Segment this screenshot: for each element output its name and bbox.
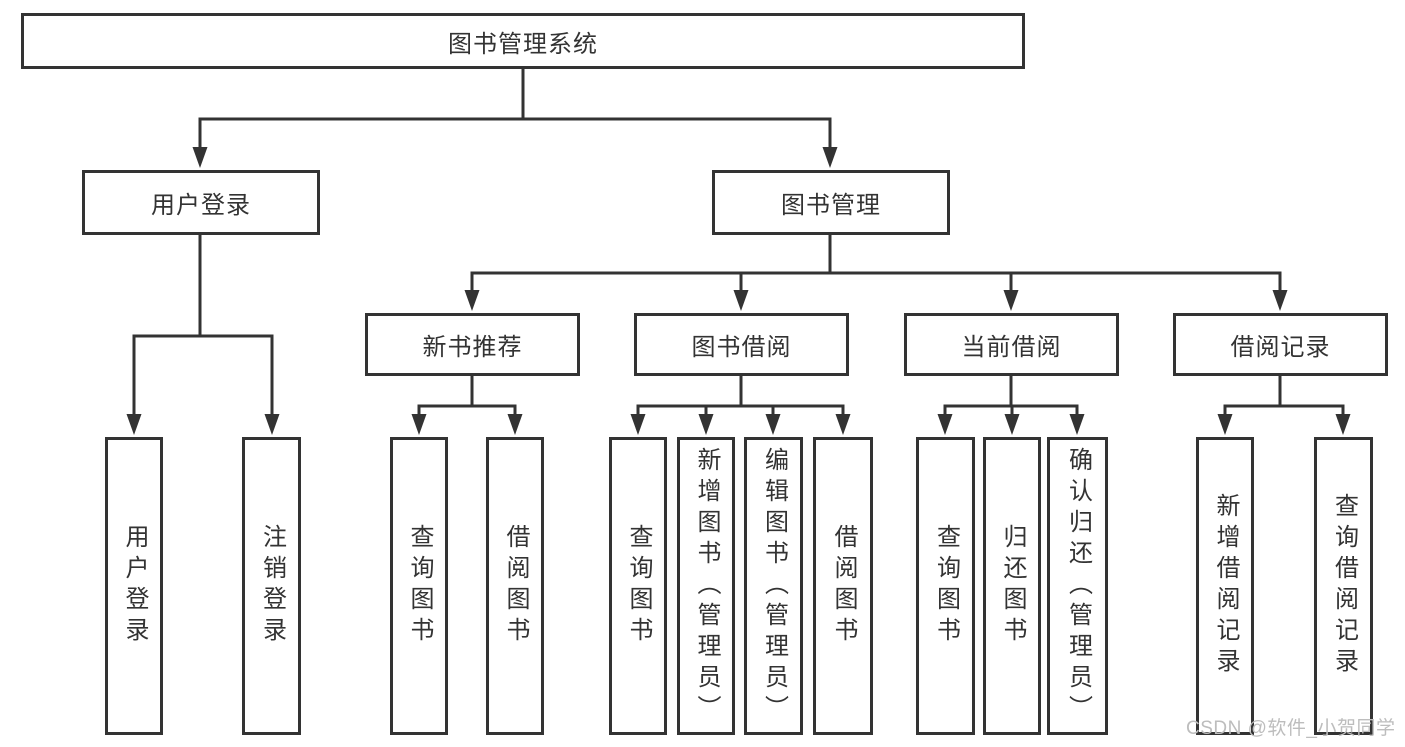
leaf-return-book: 归还图书 xyxy=(983,437,1041,735)
leaf-query-books-rec: 查询图书 xyxy=(390,437,448,735)
node-label: 编辑图书（管理员） xyxy=(760,446,788,726)
node-label: 图书管理 xyxy=(781,192,881,219)
node-book-borrow: 图书借阅 xyxy=(634,313,849,376)
node-label: 新书推荐 xyxy=(422,334,523,361)
node-label: 新增借阅记录 xyxy=(1212,493,1239,679)
node-label: 查询图书 xyxy=(932,524,960,648)
leaf-borrow-books-borrow: 借阅图书 xyxy=(813,437,873,735)
leaf-borrow-books-rec: 借阅图书 xyxy=(486,437,544,735)
node-label: 借阅图书 xyxy=(830,524,857,648)
leaf-add-borrow-record: 新增借阅记录 xyxy=(1196,437,1254,735)
node-label: 用户登录 xyxy=(151,192,251,219)
node-label: 归还图书 xyxy=(999,524,1026,648)
node-new-book-recommend: 新书推荐 xyxy=(365,313,580,376)
leaf-query-borrow-record: 查询借阅记录 xyxy=(1314,437,1373,735)
leaf-query-books-current: 查询图书 xyxy=(916,437,975,735)
node-label: 查询图书 xyxy=(406,524,433,648)
node-label: 借阅记录 xyxy=(1230,334,1331,361)
leaf-query-books-borrow: 查询图书 xyxy=(609,437,667,735)
leaf-add-book-admin: 新增图书（管理员） xyxy=(677,437,735,735)
leaf-user-login: 用户登录 xyxy=(105,437,163,735)
arrowheads xyxy=(126,147,1351,435)
node-borrow-records: 借阅记录 xyxy=(1173,313,1388,376)
node-label: 图书借阅 xyxy=(691,334,792,361)
node-library-system: 图书管理系统 xyxy=(21,13,1025,69)
node-book-management: 图书管理 xyxy=(712,170,950,235)
node-current-borrow: 当前借阅 xyxy=(904,313,1119,376)
csdn-watermark: CSDN @软件_小贺同学 xyxy=(1186,718,1396,739)
node-label: 注销登录 xyxy=(258,524,286,648)
node-label: 确认归还（管理员） xyxy=(1064,446,1092,726)
node-label: 图书管理系统 xyxy=(448,30,598,58)
node-label: 查询图书 xyxy=(625,524,652,648)
node-label: 查询借阅记录 xyxy=(1330,493,1358,679)
leaf-edit-book-admin: 编辑图书（管理员） xyxy=(744,437,803,735)
node-label: 当前借阅 xyxy=(961,334,1062,361)
node-label: 借阅图书 xyxy=(502,524,529,648)
node-label: 新增图书（管理员） xyxy=(693,446,720,726)
leaf-logout: 注销登录 xyxy=(242,437,301,735)
node-label: 用户登录 xyxy=(121,524,148,648)
leaf-confirm-return-admin: 确认归还（管理员） xyxy=(1047,437,1108,735)
node-user-login: 用户登录 xyxy=(82,170,320,235)
